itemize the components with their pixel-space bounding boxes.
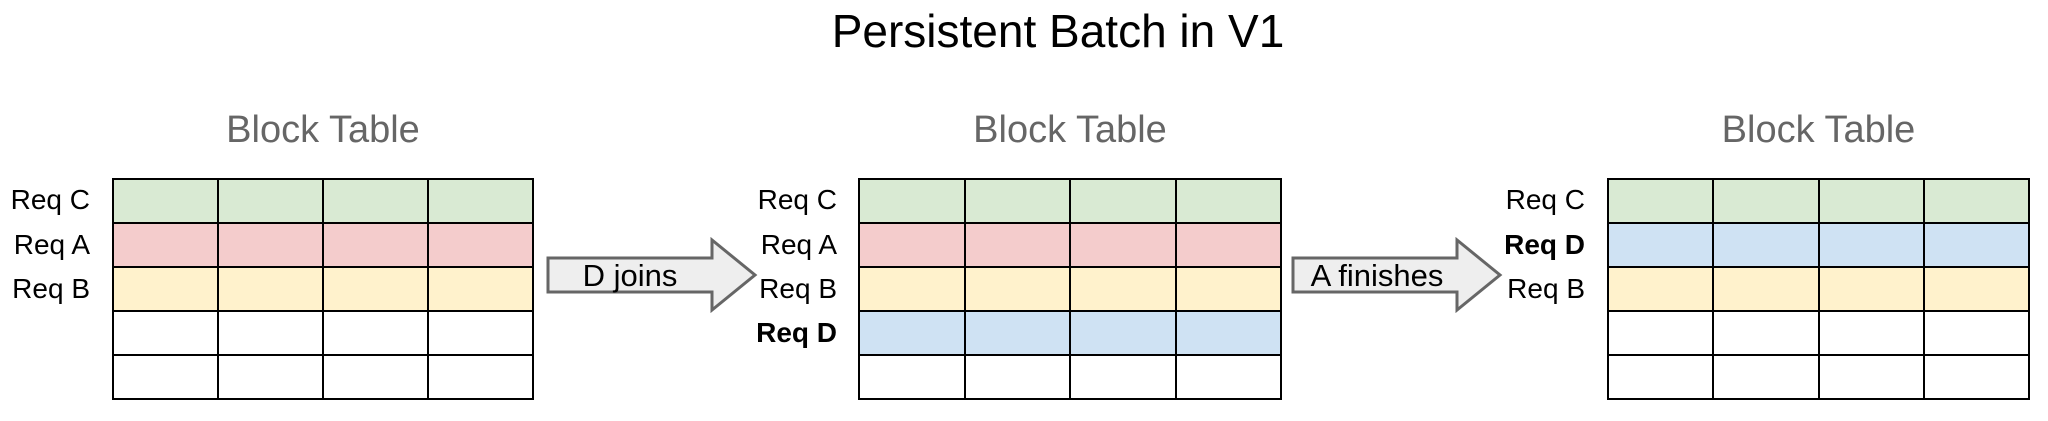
block-cell [1818, 267, 1924, 311]
block-table-2-row-labels: Req C Req A Req B Req D [677, 178, 837, 400]
right-arrow-icon [1291, 237, 1503, 313]
block-cell [1923, 355, 2029, 399]
block-cell [113, 311, 218, 355]
block-cell [113, 179, 218, 223]
block-table-1-title: Block Table [226, 109, 420, 151]
block-cell [1923, 267, 2029, 311]
block-cell [964, 311, 1070, 355]
block-cell [1713, 267, 1819, 311]
block-cell [1713, 179, 1819, 223]
block-cell [1608, 223, 1714, 267]
block-cell [113, 223, 218, 267]
block-cell [859, 355, 965, 399]
diagram-title: Persistent Batch in V1 [831, 5, 1285, 57]
block-cell [218, 311, 323, 355]
block-cell [323, 267, 428, 311]
block-table-1-grid [112, 178, 534, 400]
block-cell [1713, 355, 1819, 399]
block-cell [1923, 223, 2029, 267]
row-label: Req B [759, 272, 837, 304]
block-cell [859, 179, 965, 223]
block-cell [323, 311, 428, 355]
block-cell [964, 267, 1070, 311]
block-cell [323, 179, 428, 223]
block-cell [1608, 267, 1714, 311]
block-cell [859, 311, 965, 355]
block-cell [859, 223, 965, 267]
block-table-3-title: Block Table [1721, 109, 1916, 151]
block-cell [1818, 179, 1924, 223]
block-cell [1713, 223, 1819, 267]
block-cell [1175, 311, 1281, 355]
block-cell [1608, 355, 1714, 399]
block-cell [1070, 267, 1176, 311]
block-cell [1608, 311, 1714, 355]
block-cell [428, 311, 533, 355]
block-cell [113, 267, 218, 311]
block-cell [428, 355, 533, 399]
block-cell [964, 223, 1070, 267]
block-cell [1713, 311, 1819, 355]
block-cell [1818, 223, 1924, 267]
block-cell [218, 223, 323, 267]
row-label [0, 356, 90, 400]
row-label [1425, 356, 1585, 400]
block-arrow-shape [1291, 237, 1503, 313]
row-label [677, 356, 837, 400]
block-table-2-title: Block Table [973, 109, 1167, 151]
row-label: Req B [1507, 272, 1585, 304]
block-table-2-grid [858, 178, 1282, 400]
block-cell [218, 267, 323, 311]
block-cell [1923, 311, 2029, 355]
block-cell [1175, 355, 1281, 399]
block-cell [428, 267, 533, 311]
right-arrow-icon [546, 237, 758, 313]
block-cell [964, 179, 1070, 223]
transition-label-a-finishes: A finishes [1310, 257, 1444, 293]
block-cell [1070, 311, 1176, 355]
row-label [0, 311, 90, 355]
block-table-3-grid [1607, 178, 2030, 400]
block-cell [1070, 179, 1176, 223]
block-cell [964, 355, 1070, 399]
row-label: Req C [757, 184, 837, 216]
transition-label-d-joins: D joins [582, 257, 678, 293]
block-cell [113, 355, 218, 399]
block-cell [859, 267, 965, 311]
row-label: Req C [1505, 184, 1585, 216]
block-cell [428, 179, 533, 223]
block-table-3-row-labels: Req C Req D Req B [1425, 178, 1585, 400]
row-label: Req D [756, 317, 837, 349]
block-cell [1175, 179, 1281, 223]
block-cell [1818, 355, 1924, 399]
block-arrow-shape [546, 237, 758, 313]
block-cell [218, 179, 323, 223]
block-cell [1923, 179, 2029, 223]
block-cell [1070, 355, 1176, 399]
row-label: Req B [12, 272, 90, 304]
block-cell [428, 223, 533, 267]
block-cell [218, 355, 323, 399]
block-cell [323, 223, 428, 267]
row-label: Req A [13, 228, 90, 260]
block-table-1-row-labels: Req C Req A Req B [0, 178, 90, 400]
row-label: Req C [10, 184, 90, 216]
block-cell [1175, 267, 1281, 311]
block-cell [323, 355, 428, 399]
row-label: Req A [760, 228, 837, 260]
block-cell [1608, 179, 1714, 223]
block-cell [1070, 223, 1176, 267]
row-label [1425, 311, 1585, 355]
row-label: Req D [1504, 228, 1585, 260]
block-cell [1818, 311, 1924, 355]
block-cell [1175, 223, 1281, 267]
